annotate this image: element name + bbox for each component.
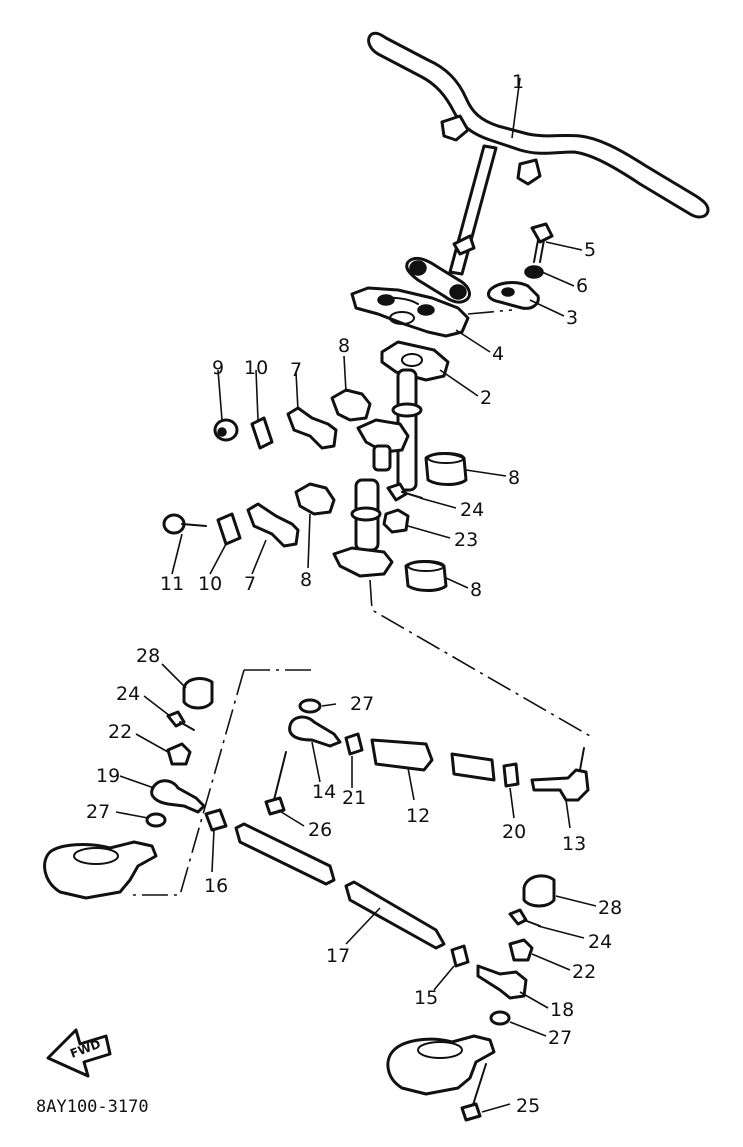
callout-10-lower: 10 <box>198 573 222 595</box>
handlebar-holder <box>350 286 470 338</box>
callout-17: 17 <box>326 945 350 967</box>
callout-10-upper: 10 <box>244 357 268 379</box>
callout-28-lower: 28 <box>598 897 622 919</box>
callout-8-lower-right: 8 <box>470 579 482 601</box>
bushings <box>294 388 468 592</box>
callout-22-lower: 22 <box>572 961 596 983</box>
forward-arrow: FWD <box>46 1028 112 1078</box>
callout-8-upper-right: 8 <box>508 467 520 489</box>
handlebar <box>367 31 710 304</box>
steering-column-lower <box>332 478 423 578</box>
callout-12: 12 <box>406 805 430 827</box>
callout-26: 26 <box>308 819 332 841</box>
callout-27-top: 27 <box>350 693 374 715</box>
callout-16: 16 <box>204 875 228 897</box>
upper-tie-rod-group <box>264 698 590 816</box>
callouts: 1 5 6 3 4 2 8 8 8 8 9 10 10 7 7 11 24 23… <box>86 71 622 1117</box>
callout-24-lower: 24 <box>588 931 612 953</box>
callout-22-left: 22 <box>108 721 132 743</box>
callout-24-upper: 24 <box>460 499 484 521</box>
callout-27-left: 27 <box>86 801 110 823</box>
assembly-lines <box>132 309 591 896</box>
callout-7-lower: 7 <box>244 573 256 595</box>
callout-28-upper: 28 <box>136 645 160 667</box>
lower-tie-rod-group <box>204 808 556 1122</box>
callout-19: 19 <box>96 765 120 787</box>
callout-15: 15 <box>414 987 438 1009</box>
callout-8-upper-left: 8 <box>338 335 350 357</box>
callout-6: 6 <box>576 275 588 297</box>
callout-7-upper: 7 <box>290 359 302 381</box>
callout-21: 21 <box>342 787 366 809</box>
callout-27-lower: 27 <box>548 1027 572 1049</box>
callout-23: 23 <box>454 529 478 551</box>
callout-9: 9 <box>212 357 224 379</box>
callout-5: 5 <box>584 239 596 261</box>
callout-8-lower-left: 8 <box>300 569 312 591</box>
callout-13: 13 <box>562 833 586 855</box>
callout-1: 1 <box>512 71 524 93</box>
callout-18: 18 <box>550 999 574 1021</box>
bearing-holder-lower <box>162 502 300 548</box>
callout-4: 4 <box>492 343 504 365</box>
upper-hardware <box>486 222 554 310</box>
callout-20: 20 <box>502 821 526 843</box>
callout-3: 3 <box>566 307 578 329</box>
callout-24-left: 24 <box>116 683 140 705</box>
callout-14: 14 <box>312 781 336 803</box>
left-tie-rod-group <box>43 677 214 900</box>
callout-11: 11 <box>160 573 184 595</box>
part-code: 8AY100-3170 <box>36 1097 149 1117</box>
leader-lines <box>115 77 597 1113</box>
callout-2: 2 <box>480 387 492 409</box>
callout-25: 25 <box>516 1095 540 1117</box>
bearing-holder-upper <box>213 406 338 450</box>
steering-column-upper <box>356 340 450 492</box>
